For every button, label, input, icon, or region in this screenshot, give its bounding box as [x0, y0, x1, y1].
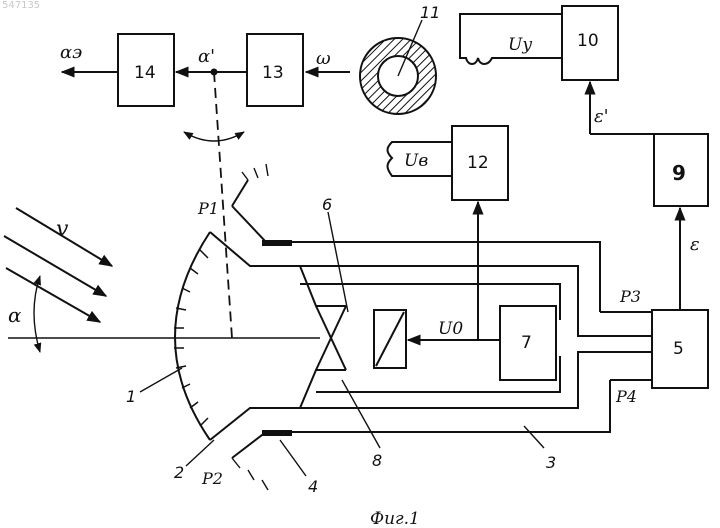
figure-caption: Фиг.1	[370, 509, 420, 528]
swing-arc	[184, 132, 244, 141]
label-alpha-e: αэ	[60, 42, 82, 63]
label-part-4: 4	[308, 477, 318, 496]
bottom-ticks	[232, 458, 268, 490]
leader-6	[328, 212, 348, 312]
label-p4: P4	[615, 387, 637, 406]
label-eps-prime: ε'	[594, 106, 609, 127]
leader-1	[140, 368, 182, 392]
leader-2	[186, 440, 214, 466]
label-p1: P1	[197, 199, 219, 218]
block-10-label: 10	[577, 31, 599, 51]
label-v: v	[56, 217, 69, 242]
label-omega: ω	[316, 48, 331, 69]
flow-arrow-2	[4, 236, 106, 296]
body-lower	[210, 370, 346, 440]
block-14-label: 14	[134, 63, 156, 83]
label-alpha-prime: α'	[198, 46, 215, 67]
label-uy: Uу	[508, 35, 532, 55]
label-part-8: 8	[372, 451, 382, 470]
cross-element	[316, 306, 346, 370]
block-13-label: 13	[262, 63, 284, 83]
label-uv: Uв	[404, 151, 428, 171]
label-part-2: 2	[174, 463, 184, 482]
label-eps: ε	[690, 234, 700, 255]
leader-8	[342, 380, 380, 448]
label-alpha: α	[8, 303, 22, 327]
block-7-label: 7	[521, 333, 532, 353]
block-12-label: 12	[467, 153, 489, 173]
label-part-6: 6	[322, 195, 332, 214]
label-ring-11: 11	[420, 3, 440, 22]
leader-3	[524, 426, 544, 448]
label-u0: U0	[438, 319, 463, 339]
leader-4	[280, 440, 306, 476]
top-ticks	[242, 164, 268, 180]
label-p2: P2	[201, 469, 223, 488]
pad-4	[262, 430, 292, 436]
nozzle-top	[232, 206, 600, 312]
pad-top	[262, 240, 292, 246]
label-p3: P3	[619, 287, 641, 306]
block-5-label: 5	[673, 339, 684, 359]
nozzle-top-wall	[232, 180, 248, 206]
label-part-1: 1	[126, 387, 136, 406]
probe-head-1	[175, 232, 210, 440]
block-9-label: 9	[672, 161, 686, 185]
label-part-3: 3	[546, 453, 556, 472]
